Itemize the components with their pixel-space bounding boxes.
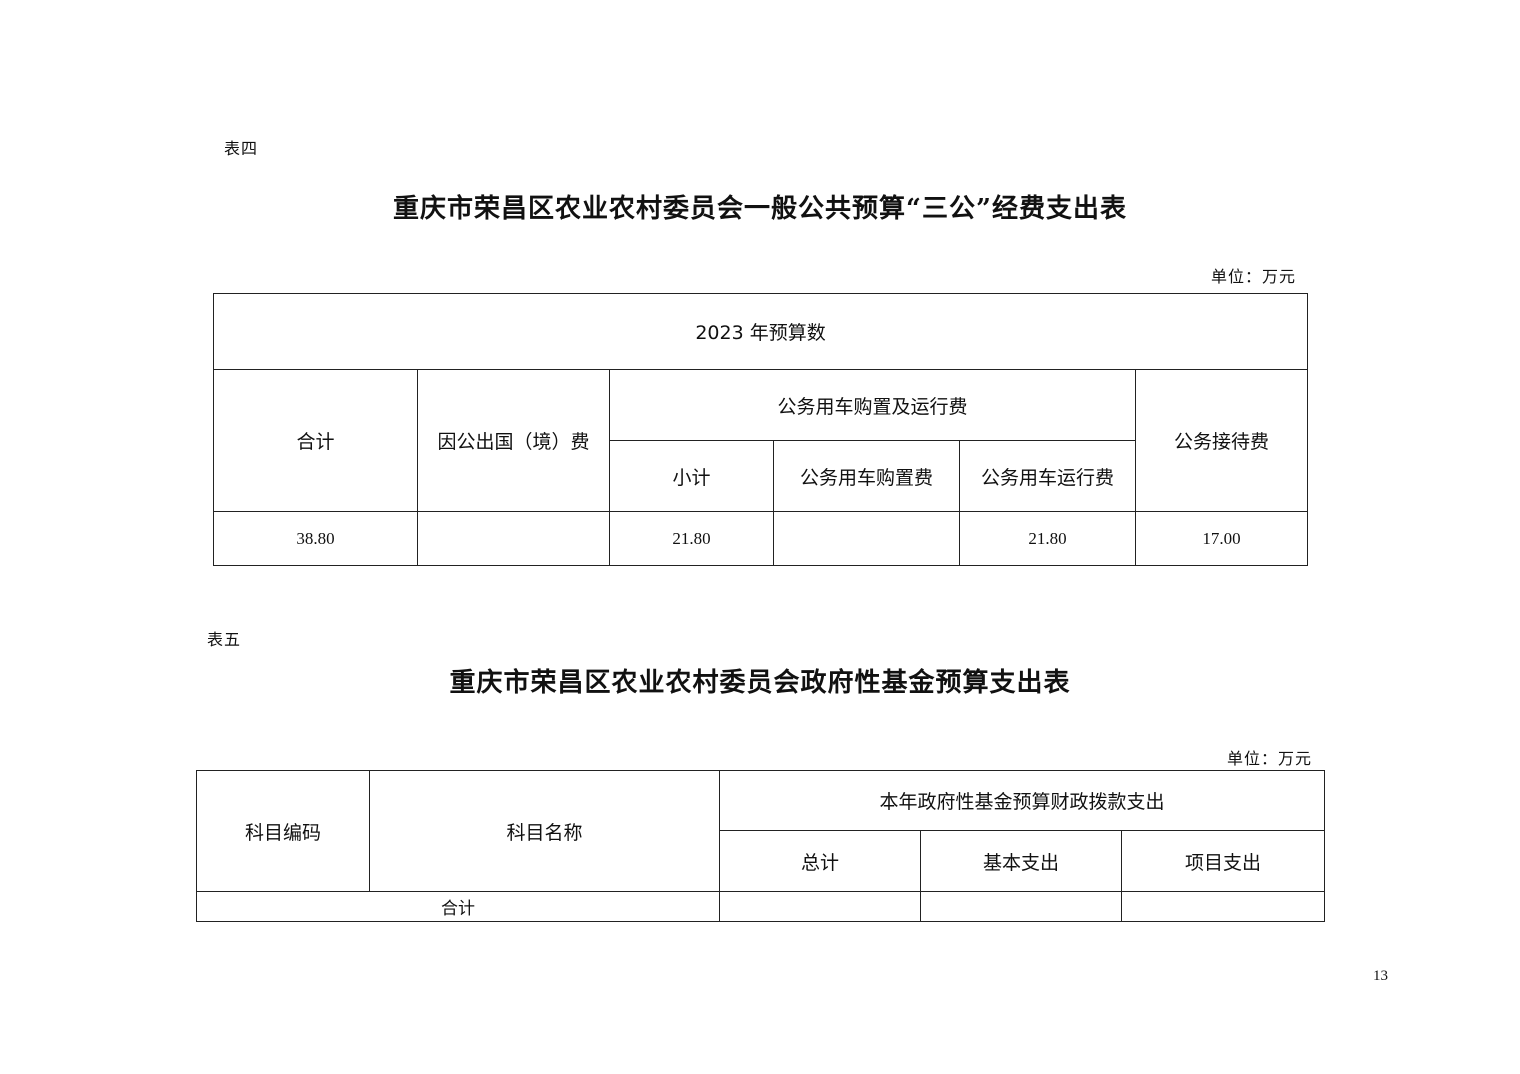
table-row: 合计 [196, 891, 1326, 922]
table4-cell-total: 38.80 [213, 511, 418, 566]
table5-col-basic: 基本支出 [920, 830, 1122, 892]
page-number: 13 [1373, 968, 1388, 984]
table5-col-group: 本年政府性基金预算财政拨款支出 [718, 770, 1326, 831]
table4-cell-vehicle-operation: 21.80 [959, 511, 1136, 566]
table5-total-row-label: 合计 [196, 891, 720, 922]
table4-cell-abroad [417, 511, 610, 566]
table4-col-vehicle-purchase: 公务用车购置费 [773, 440, 960, 512]
table5-cell-project [1120, 891, 1326, 922]
table5-col-project: 项目支出 [1120, 830, 1326, 892]
table5-col-name: 科目名称 [369, 770, 720, 892]
table4-unit: 单位：万元 [1210, 267, 1296, 286]
table4-col-vehicle: 公务用车购置及运行费 [609, 369, 1136, 441]
table4-col-abroad: 因公出国（境）费 [417, 369, 610, 512]
table4-col-vehicle-subtotal: 小计 [609, 440, 774, 512]
table5-cell-total [719, 891, 921, 922]
table5-col-total: 总计 [719, 830, 921, 892]
table-row: 38.80 21.80 21.80 17.00 [213, 511, 1309, 566]
table5-col-code: 科目编码 [196, 770, 370, 892]
table5-label: 表五 [207, 630, 242, 649]
table4: 2023 年预算数 合计 因公出国（境）费 公务用车购置及运行费 公务接待费 小… [212, 293, 1309, 566]
table4-label: 表四 [224, 139, 259, 158]
table4-col-total: 合计 [213, 369, 418, 512]
table4-cell-reception: 17.00 [1134, 511, 1309, 566]
table4-col-vehicle-operation: 公务用车运行费 [959, 440, 1136, 512]
table5: 科目编码 科目名称 本年政府性基金预算财政拨款支出 总计 基本支出 项目支出 合… [196, 770, 1326, 922]
table5-title: 重庆市荣昌区农业农村委员会政府性基金预算支出表 [449, 668, 1071, 698]
table4-col-reception: 公务接待费 [1134, 369, 1309, 512]
table5-cell-basic [920, 891, 1122, 922]
table4-header-year: 2023 年预算数 [212, 293, 1309, 370]
table5-unit: 单位：万元 [1226, 749, 1312, 768]
table4-cell-vehicle-subtotal: 21.80 [609, 511, 774, 566]
table4-cell-vehicle-purchase [773, 511, 960, 566]
table4-title: 重庆市荣昌区农业农村委员会一般公共预算“三公”经费支出表 [393, 194, 1127, 224]
